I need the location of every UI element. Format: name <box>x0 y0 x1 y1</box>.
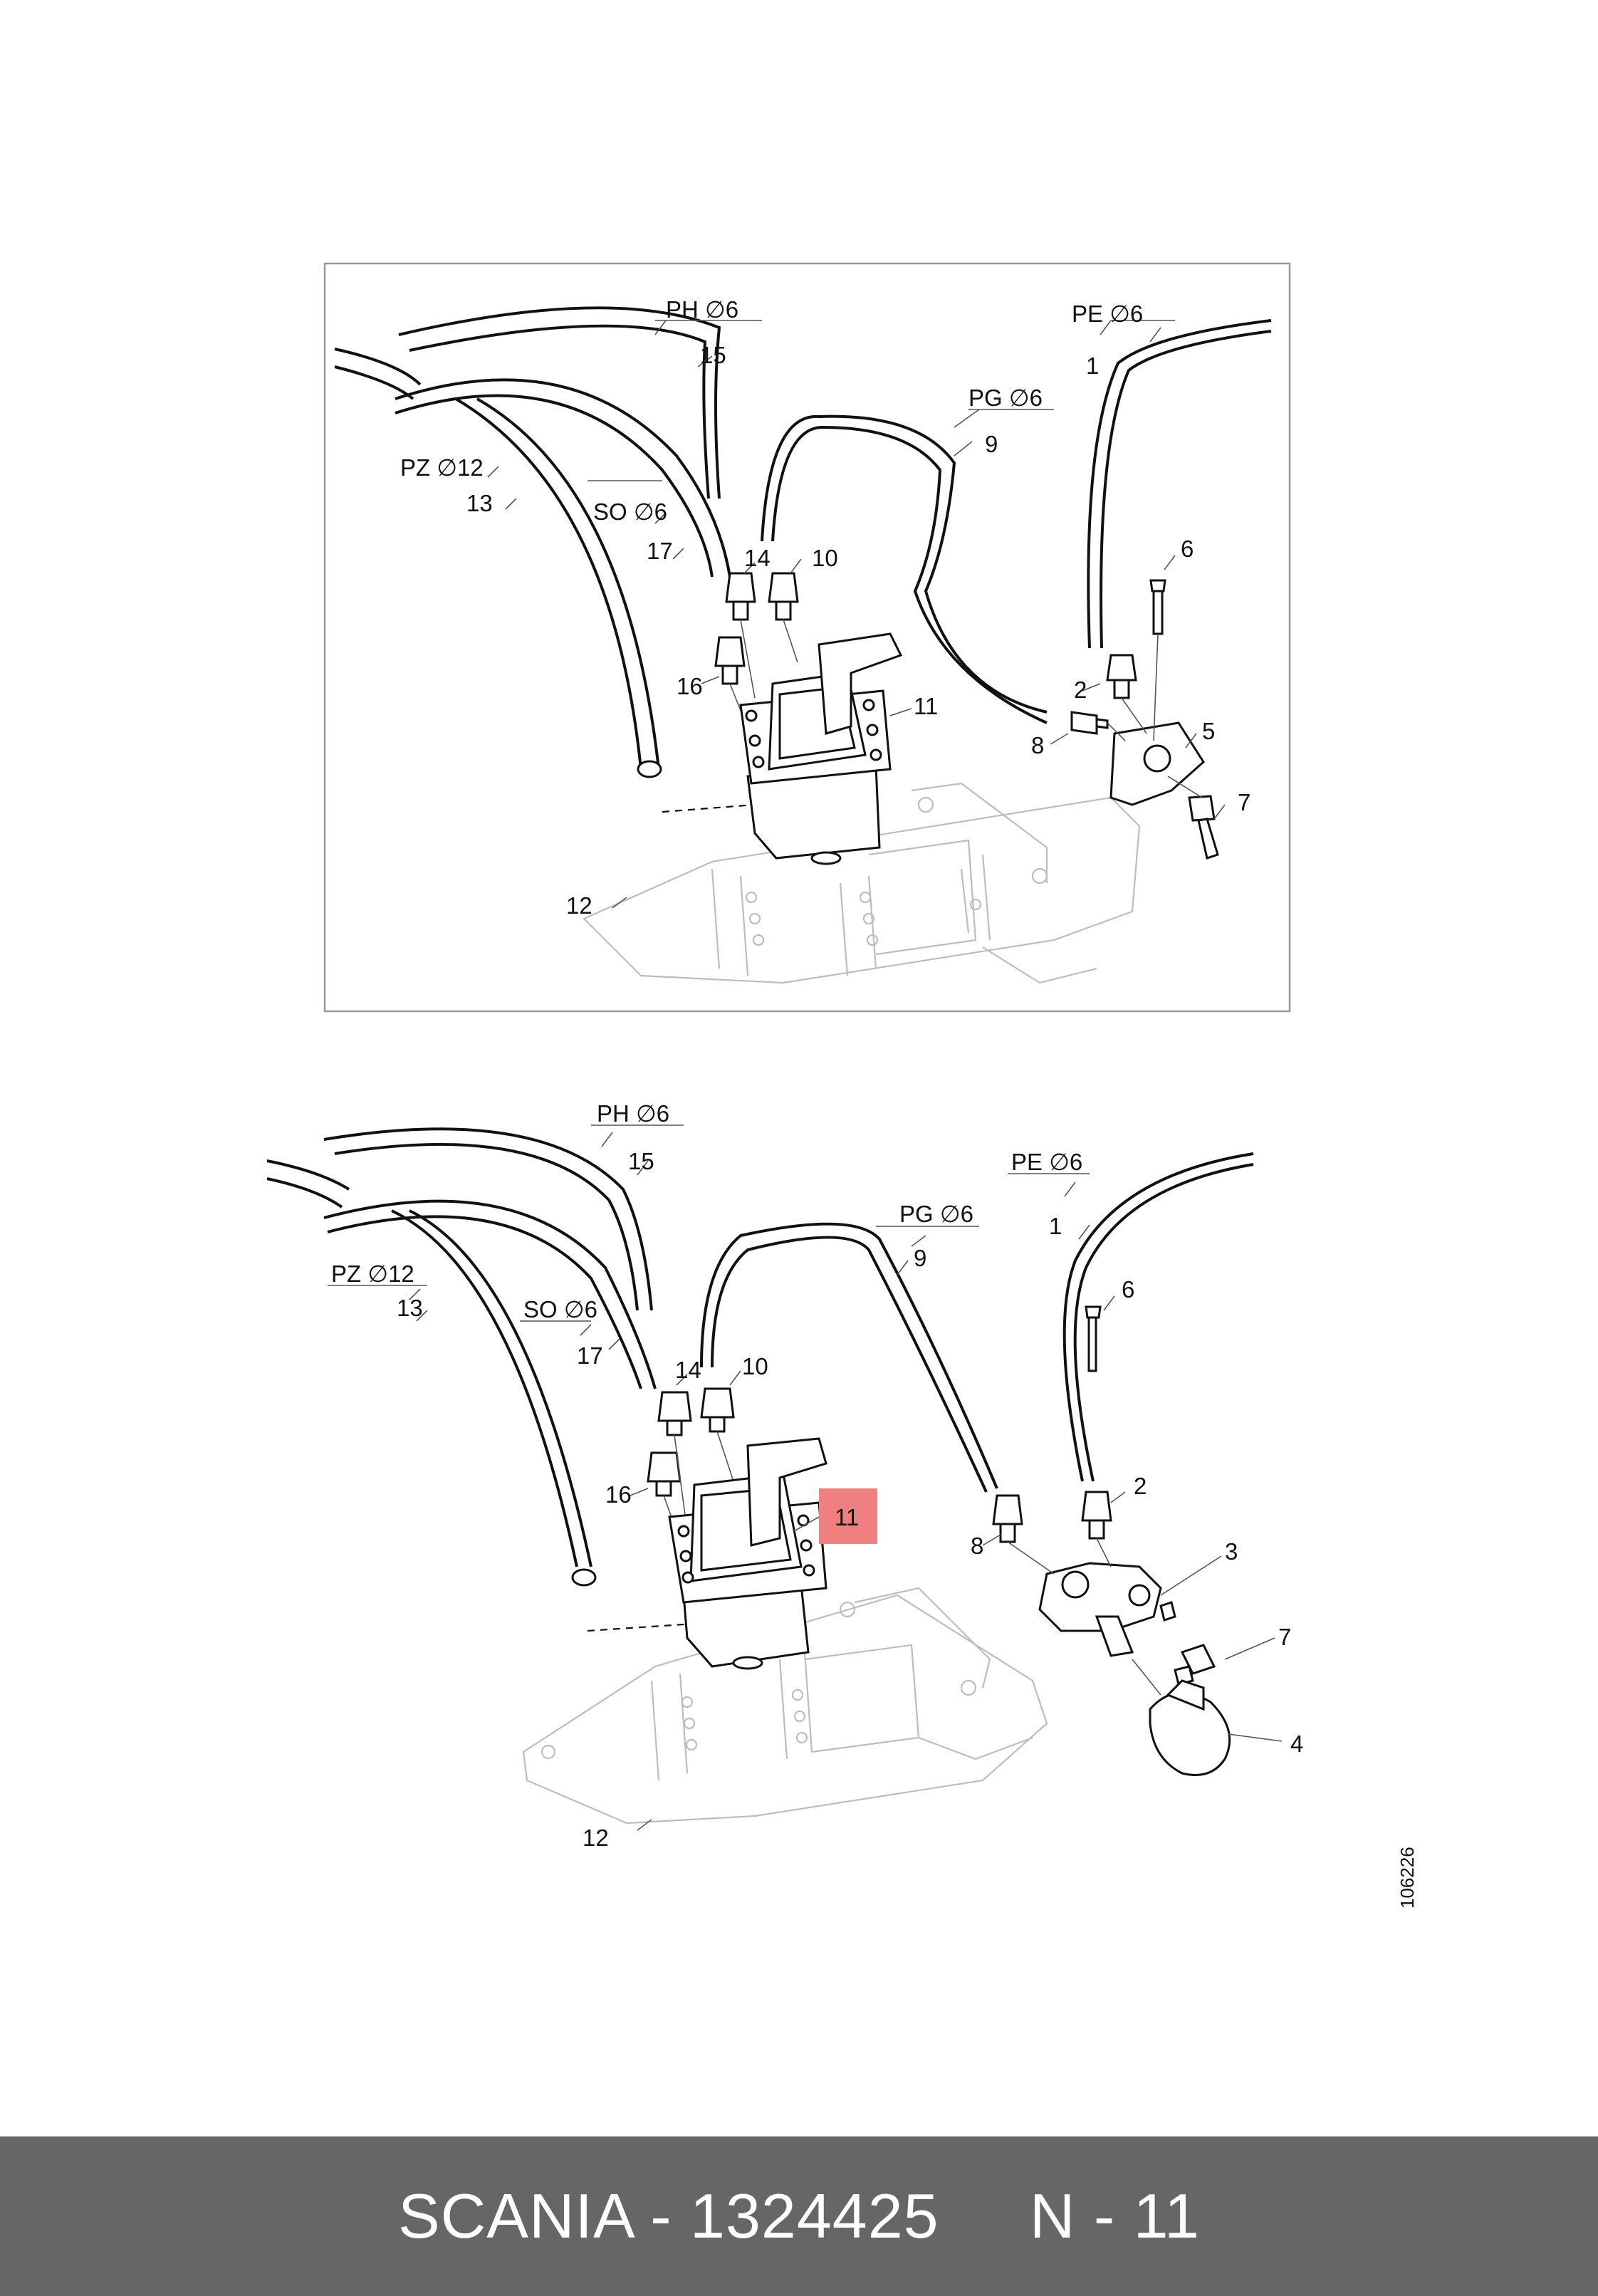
top-label-so: SO ∅6 <box>593 499 667 525</box>
bottom-label-so: SO ∅6 <box>523 1296 597 1322</box>
top-label-pe: PE ∅6 <box>1072 301 1143 327</box>
bottom-label-7: 7 <box>1278 1624 1291 1650</box>
bottom-label-1: 1 <box>1049 1213 1062 1239</box>
bottom-right-parts <box>992 1305 1231 1776</box>
bottom-label-11: 11 <box>835 1504 859 1530</box>
top-connectors <box>714 572 799 720</box>
bottom-label-10: 10 <box>742 1353 768 1379</box>
highlight-part-11 <box>819 1488 877 1544</box>
top-view: PH ∅6 15 PE ∅6 1 PG ∅6 9 PZ ∅12 13 SO ∅6… <box>323 262 1291 1013</box>
bottom-label-ph: PH ∅6 <box>597 1100 669 1127</box>
top-label-16: 16 <box>677 673 703 699</box>
top-label-ph: PH ∅6 <box>666 296 738 323</box>
bottom-label-12: 12 <box>583 1825 609 1851</box>
top-label-11: 11 <box>914 693 938 719</box>
top-label-12: 12 <box>566 892 592 919</box>
bottom-label-14: 14 <box>675 1357 701 1383</box>
bottom-label-8: 8 <box>971 1533 983 1559</box>
bottom-label-3: 3 <box>1225 1538 1238 1565</box>
bottom-label-pz: PZ ∅12 <box>331 1261 414 1287</box>
bottom-label-16: 16 <box>605 1481 632 1508</box>
bottom-labels: PH ∅6 15 PE ∅6 1 PG ∅6 9 PZ ∅12 13 SO ∅6… <box>328 1100 1303 1851</box>
top-label-5: 5 <box>1202 718 1215 744</box>
top-label-14: 14 <box>744 545 771 571</box>
bottom-label-pg: PG ∅6 <box>899 1201 973 1227</box>
top-label-pg: PG ∅6 <box>968 385 1043 411</box>
top-tubes <box>334 306 1272 813</box>
top-label-9: 9 <box>985 431 998 457</box>
bottom-connectors <box>647 1387 735 1532</box>
bottom-label-15: 15 <box>628 1148 654 1174</box>
top-label-1: 1 <box>1086 353 1099 379</box>
parts-diagram: PH ∅6 15 PE ∅6 1 PG ∅6 9 PZ ∅12 13 SO ∅6… <box>266 262 1418 1909</box>
bottom-label-9: 9 <box>914 1245 926 1271</box>
top-right-parts <box>1070 579 1219 860</box>
bottom-chassis-frame <box>522 1587 1048 1825</box>
top-control-valve <box>739 632 903 865</box>
top-labels: PH ∅6 15 PE ∅6 1 PG ∅6 9 PZ ∅12 13 SO ∅6… <box>400 296 1250 919</box>
bottom-label-pe: PE ∅6 <box>1011 1149 1082 1175</box>
bottom-label-13: 13 <box>397 1295 423 1321</box>
drawing-number: 106226 <box>1396 1847 1418 1909</box>
footer-text: SCANIA - 1324425 N - 11 <box>398 2181 1200 2251</box>
bottom-label-2: 2 <box>1134 1473 1147 1499</box>
top-label-2: 2 <box>1074 677 1087 703</box>
top-chassis-frame <box>583 782 1141 984</box>
bottom-view: PH ∅6 15 PE ∅6 1 PG ∅6 9 PZ ∅12 13 SO ∅6… <box>266 1100 1303 1851</box>
top-label-8: 8 <box>1031 732 1044 758</box>
bottom-control-valve <box>668 1437 827 1670</box>
top-label-7: 7 <box>1238 789 1250 815</box>
bottom-tubes <box>266 1127 1254 1632</box>
top-label-15: 15 <box>700 342 726 368</box>
bottom-label-6: 6 <box>1122 1276 1134 1303</box>
bottom-label-17: 17 <box>577 1342 603 1369</box>
top-label-pz: PZ ∅12 <box>400 454 484 481</box>
top-label-10: 10 <box>812 545 838 571</box>
top-label-6: 6 <box>1181 536 1194 562</box>
footer-bar: SCANIA - 1324425 N - 11 <box>0 2136 1598 2296</box>
top-view-frame <box>323 262 1291 1013</box>
bottom-label-4: 4 <box>1290 1731 1303 1757</box>
top-label-13: 13 <box>466 490 493 516</box>
top-label-17: 17 <box>647 538 673 564</box>
